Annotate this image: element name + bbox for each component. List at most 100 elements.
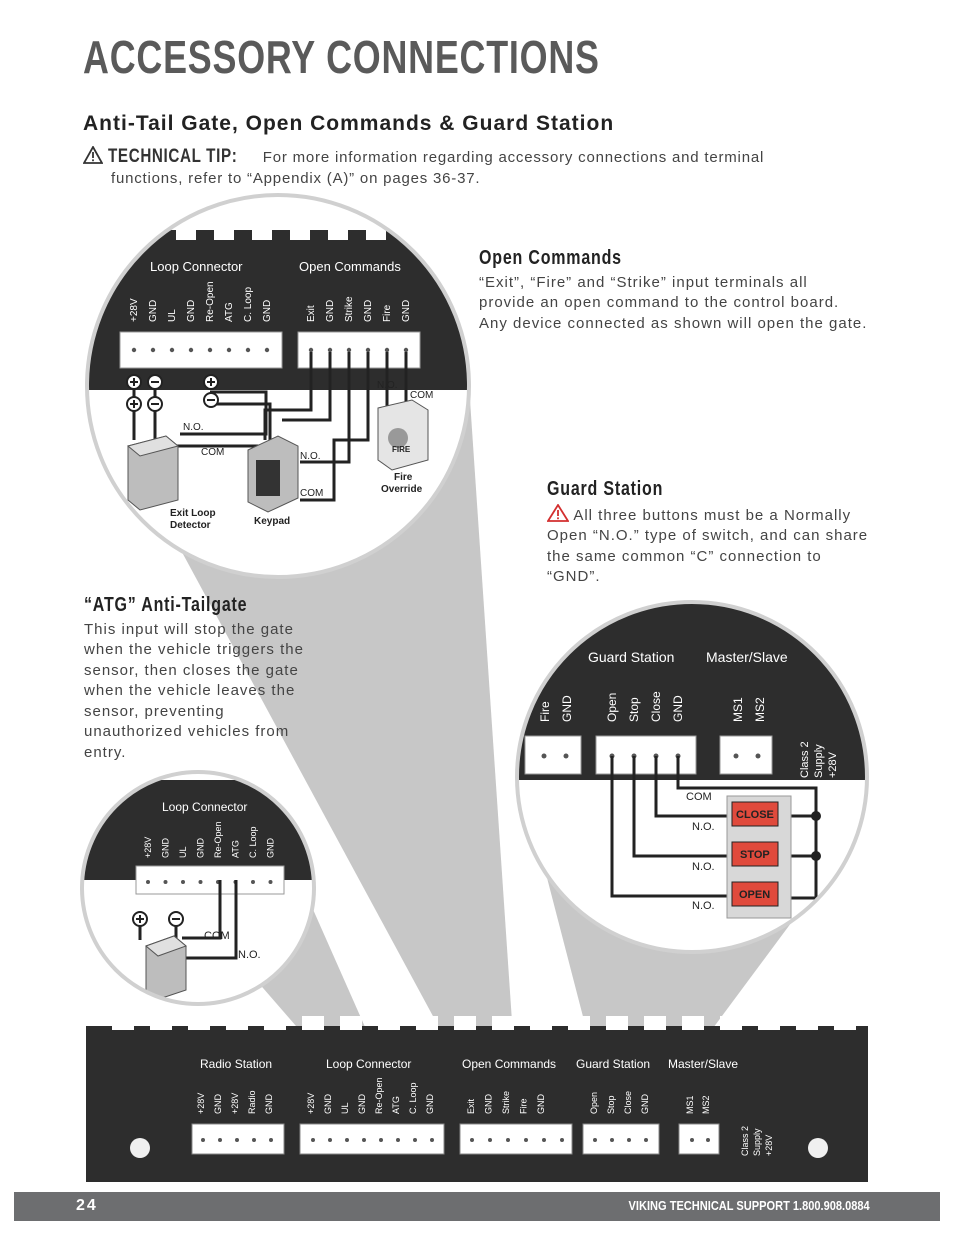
top-open-dot-2 (346, 347, 352, 353)
top-loop-pin-5: ATG (224, 302, 235, 322)
close-button-label: CLOSE (736, 809, 774, 821)
top-terminal-open (297, 331, 421, 369)
page-subtitle: Anti-Tail Gate, Open Commands & Guard St… (83, 112, 615, 135)
board-class2-3: +28V (764, 1135, 774, 1156)
top-loop-pin-6: C. Loop (243, 287, 254, 322)
board-ms-pin-0: MS1 (685, 1095, 695, 1114)
top-terminal-loop (119, 331, 283, 369)
wire-gnd2 (300, 352, 370, 502)
guard-no-3: N.O. (692, 900, 715, 912)
support-line: VIKING TECHNICAL SUPPORT 1.800.908.0884 (628, 1198, 870, 1213)
technical-tip: TECHNICAL TIP: For more information rega… (83, 146, 863, 189)
wire-strike (300, 352, 351, 464)
board-teeth (112, 1016, 894, 1030)
board-radio-pin-0: +28V (196, 1093, 206, 1114)
terminal-open (459, 1123, 573, 1155)
close-button (731, 801, 779, 827)
top-loop-header: Loop Connector (150, 259, 243, 274)
guard-pin-0: Open (605, 693, 619, 722)
ms-terminal (719, 735, 773, 775)
atg-dot-6 (251, 880, 255, 884)
top-loop-pin-1: GND (148, 300, 159, 322)
board-guard-dot-1 (610, 1138, 614, 1142)
atg-dot-3 (198, 880, 203, 884)
guard-left-dot-1 (563, 753, 569, 759)
top-notch (404, 226, 424, 240)
atg-wire-atg (182, 880, 222, 940)
board-label-guard: Guard Station (576, 1057, 650, 1071)
board-notch (606, 1016, 628, 1030)
atg-pin-1: GND (161, 838, 171, 859)
board-notch (568, 1016, 590, 1030)
board-loop-dot-6 (413, 1138, 417, 1142)
top-notch (290, 226, 310, 240)
ms-dot-1 (755, 753, 761, 759)
guard-pin-3: GND (671, 695, 685, 722)
board-loop-dot-0 (311, 1138, 315, 1142)
board-notch (872, 1016, 894, 1030)
board-label-open: Open Commands (462, 1057, 556, 1071)
svg-text:Class 2: Class 2 (799, 741, 811, 778)
top-open-pin-2: Strike (344, 296, 355, 322)
guard-com-label: COM (686, 791, 712, 803)
guard-terminal-left (524, 735, 582, 775)
board-guard-pin-0: Open (589, 1092, 599, 1114)
ms-pin-0: MS1 (731, 697, 745, 722)
guard-wire-open (610, 756, 730, 898)
tip-label: TECHNICAL TIP: (107, 146, 238, 167)
board-loop-dot-5 (396, 1138, 400, 1142)
wire-det-no (180, 390, 268, 436)
page-number: 24 (76, 1197, 98, 1214)
atg-pin-7: GND (266, 838, 276, 859)
board-loop-dot-3 (362, 1138, 366, 1142)
board-section-labels: Radio Station Loop Connector Open Comman… (200, 1057, 738, 1071)
atg-pin-3: GND (196, 838, 206, 859)
board-open-dot-1 (488, 1138, 492, 1142)
board-notch (416, 1016, 438, 1030)
top-open-dot-0 (308, 347, 314, 353)
top-open-dot-5 (403, 347, 409, 353)
board-hole-right (808, 1138, 828, 1158)
board-guard-dot-0 (593, 1138, 597, 1142)
board-label-loop: Loop Connector (326, 1057, 411, 1071)
callout-cone-top (170, 400, 520, 1140)
open-button-label: OPEN (739, 889, 770, 901)
atg-pin-5: ATG (231, 840, 241, 858)
board-guard-pin-2: Close (623, 1091, 633, 1114)
atg-block: “ATG” Anti-Tailgate This input will stop… (84, 595, 324, 763)
atg-terminal (135, 865, 285, 895)
atg-dot-0 (146, 880, 150, 884)
board-open-dot-0 (470, 1138, 474, 1142)
board-loop-pin-5: ATG (391, 1096, 401, 1114)
board-notch (264, 1016, 286, 1030)
top-loop-pin-4: Re-Open (205, 281, 216, 322)
board-open-pin-4: GND (536, 1094, 546, 1115)
board-radio-pin-3: Radio (247, 1090, 257, 1114)
fire-override-device: FIRE Fire Override (377, 399, 429, 495)
open-commands-block: Open Commands “Exit”, “Fire” and “Strike… (479, 248, 869, 334)
board-terminals (191, 1123, 720, 1155)
board-hole-left (130, 1138, 150, 1158)
board-class2-label: Class 2 Supply +28V (740, 1126, 774, 1156)
board-radio-dot-3 (252, 1138, 256, 1142)
ms-dot-0 (733, 753, 739, 759)
detector-label: Detector (170, 520, 211, 531)
board-guard-dot-2 (627, 1138, 631, 1142)
top-loop-pin-3: GND (186, 300, 197, 322)
top-open-dot-1 (327, 347, 333, 353)
board-notch (492, 1016, 514, 1030)
footer-bar: 24 VIKING TECHNICAL SUPPORT 1.800.908.08… (14, 1192, 940, 1221)
board-notch (720, 1016, 742, 1030)
board-loop-pin-0: +28V (306, 1093, 316, 1114)
top-open-header: Open Commands (299, 259, 401, 274)
guard-buttons: CLOSE STOP OPEN (731, 801, 779, 907)
guard-no-2: N.O. (692, 861, 715, 873)
atg-pin-2: UL (178, 846, 188, 858)
top-open-pin-1: GND (325, 300, 336, 322)
top-loop-dot-6 (245, 347, 251, 353)
board-notch (226, 1016, 248, 1030)
board-notch (340, 1016, 362, 1030)
